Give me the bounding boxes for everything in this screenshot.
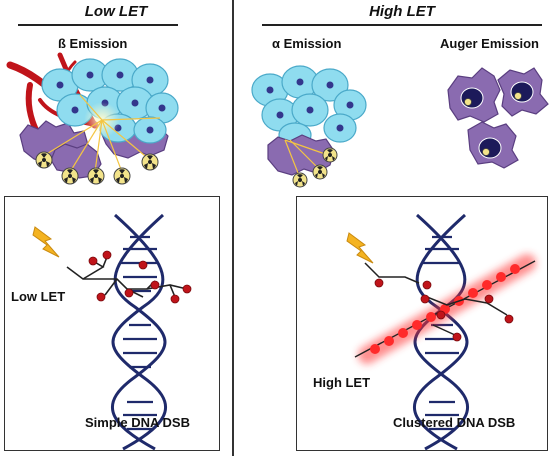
alpha-particle-tracks <box>284 139 329 179</box>
clustered-dsb-caption: Clustered DNA DSB <box>393 415 516 430</box>
high-let-header-rule <box>262 24 542 26</box>
alpha-emission-illustration <box>251 65 367 188</box>
beta-emission-illustration <box>6 52 179 185</box>
radiation-trefoil-icon <box>35 151 159 185</box>
simple-dsb-caption: Simple DNA DSB <box>85 415 190 430</box>
high-let-ionization-beads <box>370 264 520 354</box>
lightning-bolt-icon <box>32 226 60 258</box>
low-let-header-rule <box>18 24 178 26</box>
high-let-dna-panel: High LET Clustered DNA DSB <box>296 196 548 451</box>
beta-particle-tracks <box>44 94 161 173</box>
high-let-header: High LET <box>369 3 435 20</box>
auger-emission-label: Auger Emission <box>440 36 539 51</box>
auger-emission-illustration <box>447 67 549 169</box>
alpha-emission-label: α Emission <box>272 36 342 51</box>
dna-double-helix <box>111 213 167 451</box>
high-let-dna-diagram <box>346 213 536 451</box>
high-let-panel-label: High LET <box>313 375 371 390</box>
low-let-dna-panel: Low LET Simple DNA DSB <box>4 196 220 451</box>
damage-sites <box>88 250 192 304</box>
low-let-dna-diagram <box>32 213 192 451</box>
cell-nuclei-alpha <box>266 78 354 132</box>
low-let-header: Low LET <box>84 3 148 20</box>
center-divider <box>232 0 234 456</box>
beta-emission-label: ß Emission <box>58 36 128 51</box>
dna-double-helix-high <box>413 213 469 451</box>
low-let-panel-label: Low LET <box>11 289 66 304</box>
clustered-damage-sites <box>374 278 514 342</box>
lightning-bolt-icon <box>346 232 374 264</box>
high-let-secondary-tracks <box>364 262 508 336</box>
dna-base-pairs <box>121 235 159 431</box>
auger-emitter-dots <box>464 92 522 156</box>
radiation-trefoil-icon <box>292 147 338 188</box>
